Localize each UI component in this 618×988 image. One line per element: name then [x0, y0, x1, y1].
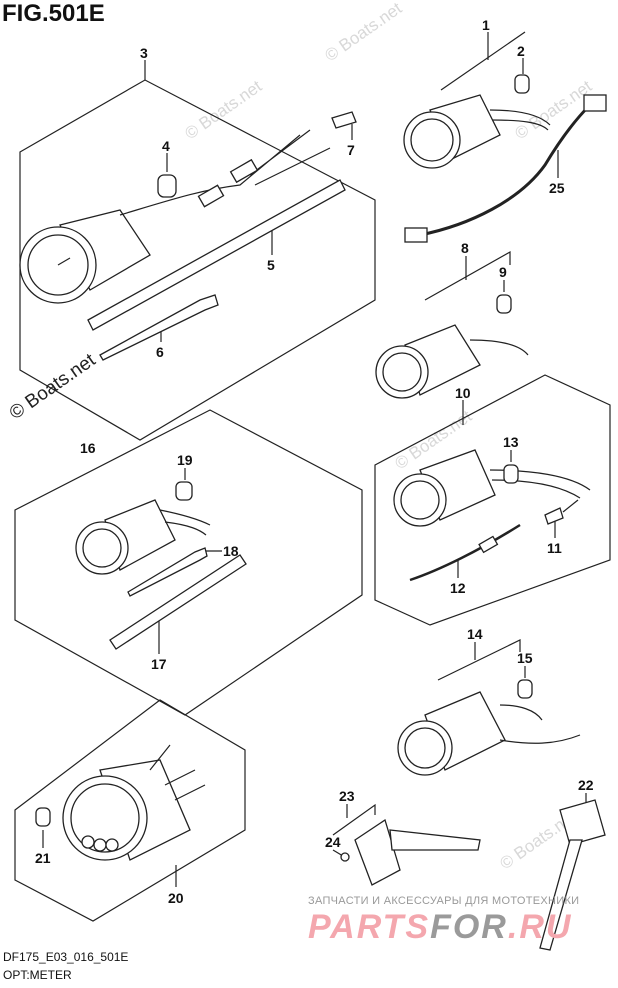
harness-part-25 [404, 94, 607, 243]
callout-10: 10 [455, 385, 471, 401]
footer-code: DF175_E03_016_501E [3, 950, 129, 964]
callout-23: 23 [339, 788, 355, 804]
cable-tie-part-18 [127, 547, 208, 597]
callout-24: 24 [325, 834, 341, 850]
group-bracket-1 [440, 31, 526, 91]
watermark: © Boats.net [321, 0, 405, 65]
callout-3: 3 [140, 45, 148, 61]
callout-4: 4 [162, 138, 170, 154]
bulb-part-15 [517, 679, 533, 699]
cable-tie-part-6 [99, 294, 219, 361]
callout-18: 18 [223, 543, 239, 559]
callout-21: 21 [35, 850, 51, 866]
bulb-part-19 [175, 481, 193, 501]
callout-16: 16 [80, 440, 96, 456]
callout-20: 20 [168, 890, 184, 906]
callout-22: 22 [578, 777, 594, 793]
callout-7: 7 [347, 142, 355, 158]
group-bracket-8 [424, 250, 511, 301]
sender-part-22 [539, 799, 606, 951]
callout-9: 9 [499, 264, 507, 280]
gauge-part-20 [62, 744, 206, 861]
group-outline-10 [374, 374, 611, 626]
bulb-part-13 [503, 464, 519, 484]
callout-5: 5 [267, 257, 275, 273]
logo-part1: PARTS [308, 908, 431, 946]
partsfor-logo: PARTSFOR.RU [308, 908, 572, 947]
callout-19: 19 [177, 452, 193, 468]
bulb-part-2 [514, 74, 530, 94]
leader-lines [42, 32, 587, 887]
gauge-part-10 [393, 449, 591, 527]
bulb-part-21 [35, 807, 51, 827]
gauge-part-3 [19, 129, 331, 304]
sender-part-23 [354, 818, 481, 886]
bulb-part-9 [496, 294, 512, 314]
tube-part-5 [87, 179, 346, 331]
gauge-part-1 [403, 94, 551, 169]
group-bracket-23 [332, 803, 376, 836]
wire-part-12 [409, 523, 521, 582]
wire-part-11 [544, 499, 579, 525]
callout-1: 1 [482, 17, 490, 33]
group-outline-20 [14, 699, 246, 922]
callout-6: 6 [156, 344, 164, 360]
figure-title: FIG.501E [2, 0, 105, 27]
callout-labels: 1 2 3 4 5 6 7 25 8 9 10 13 11 12 14 15 1… [35, 17, 594, 906]
callout-14: 14 [467, 626, 483, 642]
logo-part3: .RU [507, 908, 573, 946]
callout-15: 15 [517, 650, 533, 666]
screw-part-24 [340, 852, 350, 862]
callout-8: 8 [461, 240, 469, 256]
bulb-part-4 [157, 174, 177, 198]
gauge-part-8 [375, 324, 529, 399]
gauge-part-14 [397, 691, 581, 776]
callout-2: 2 [517, 43, 525, 59]
tube-part-17 [109, 554, 247, 650]
group-outline-16 [14, 409, 363, 716]
terminal-part-7 [331, 111, 357, 129]
watermark: © Boats.net [181, 76, 265, 143]
logo-part2: FOR [430, 908, 508, 946]
callout-13: 13 [503, 434, 519, 450]
callout-17: 17 [151, 656, 167, 672]
group-bracket-14 [437, 639, 521, 681]
callout-25: 25 [549, 180, 565, 196]
callout-12: 12 [450, 580, 466, 596]
banner-text: ЗАПЧАСТИ И АКСЕССУАРЫ ДЛЯ МОТОТЕХНИКИ [308, 895, 580, 907]
gauge-part-16 [75, 499, 211, 575]
footer-name: OPT:METER [3, 968, 72, 982]
callout-11: 11 [547, 540, 562, 556]
